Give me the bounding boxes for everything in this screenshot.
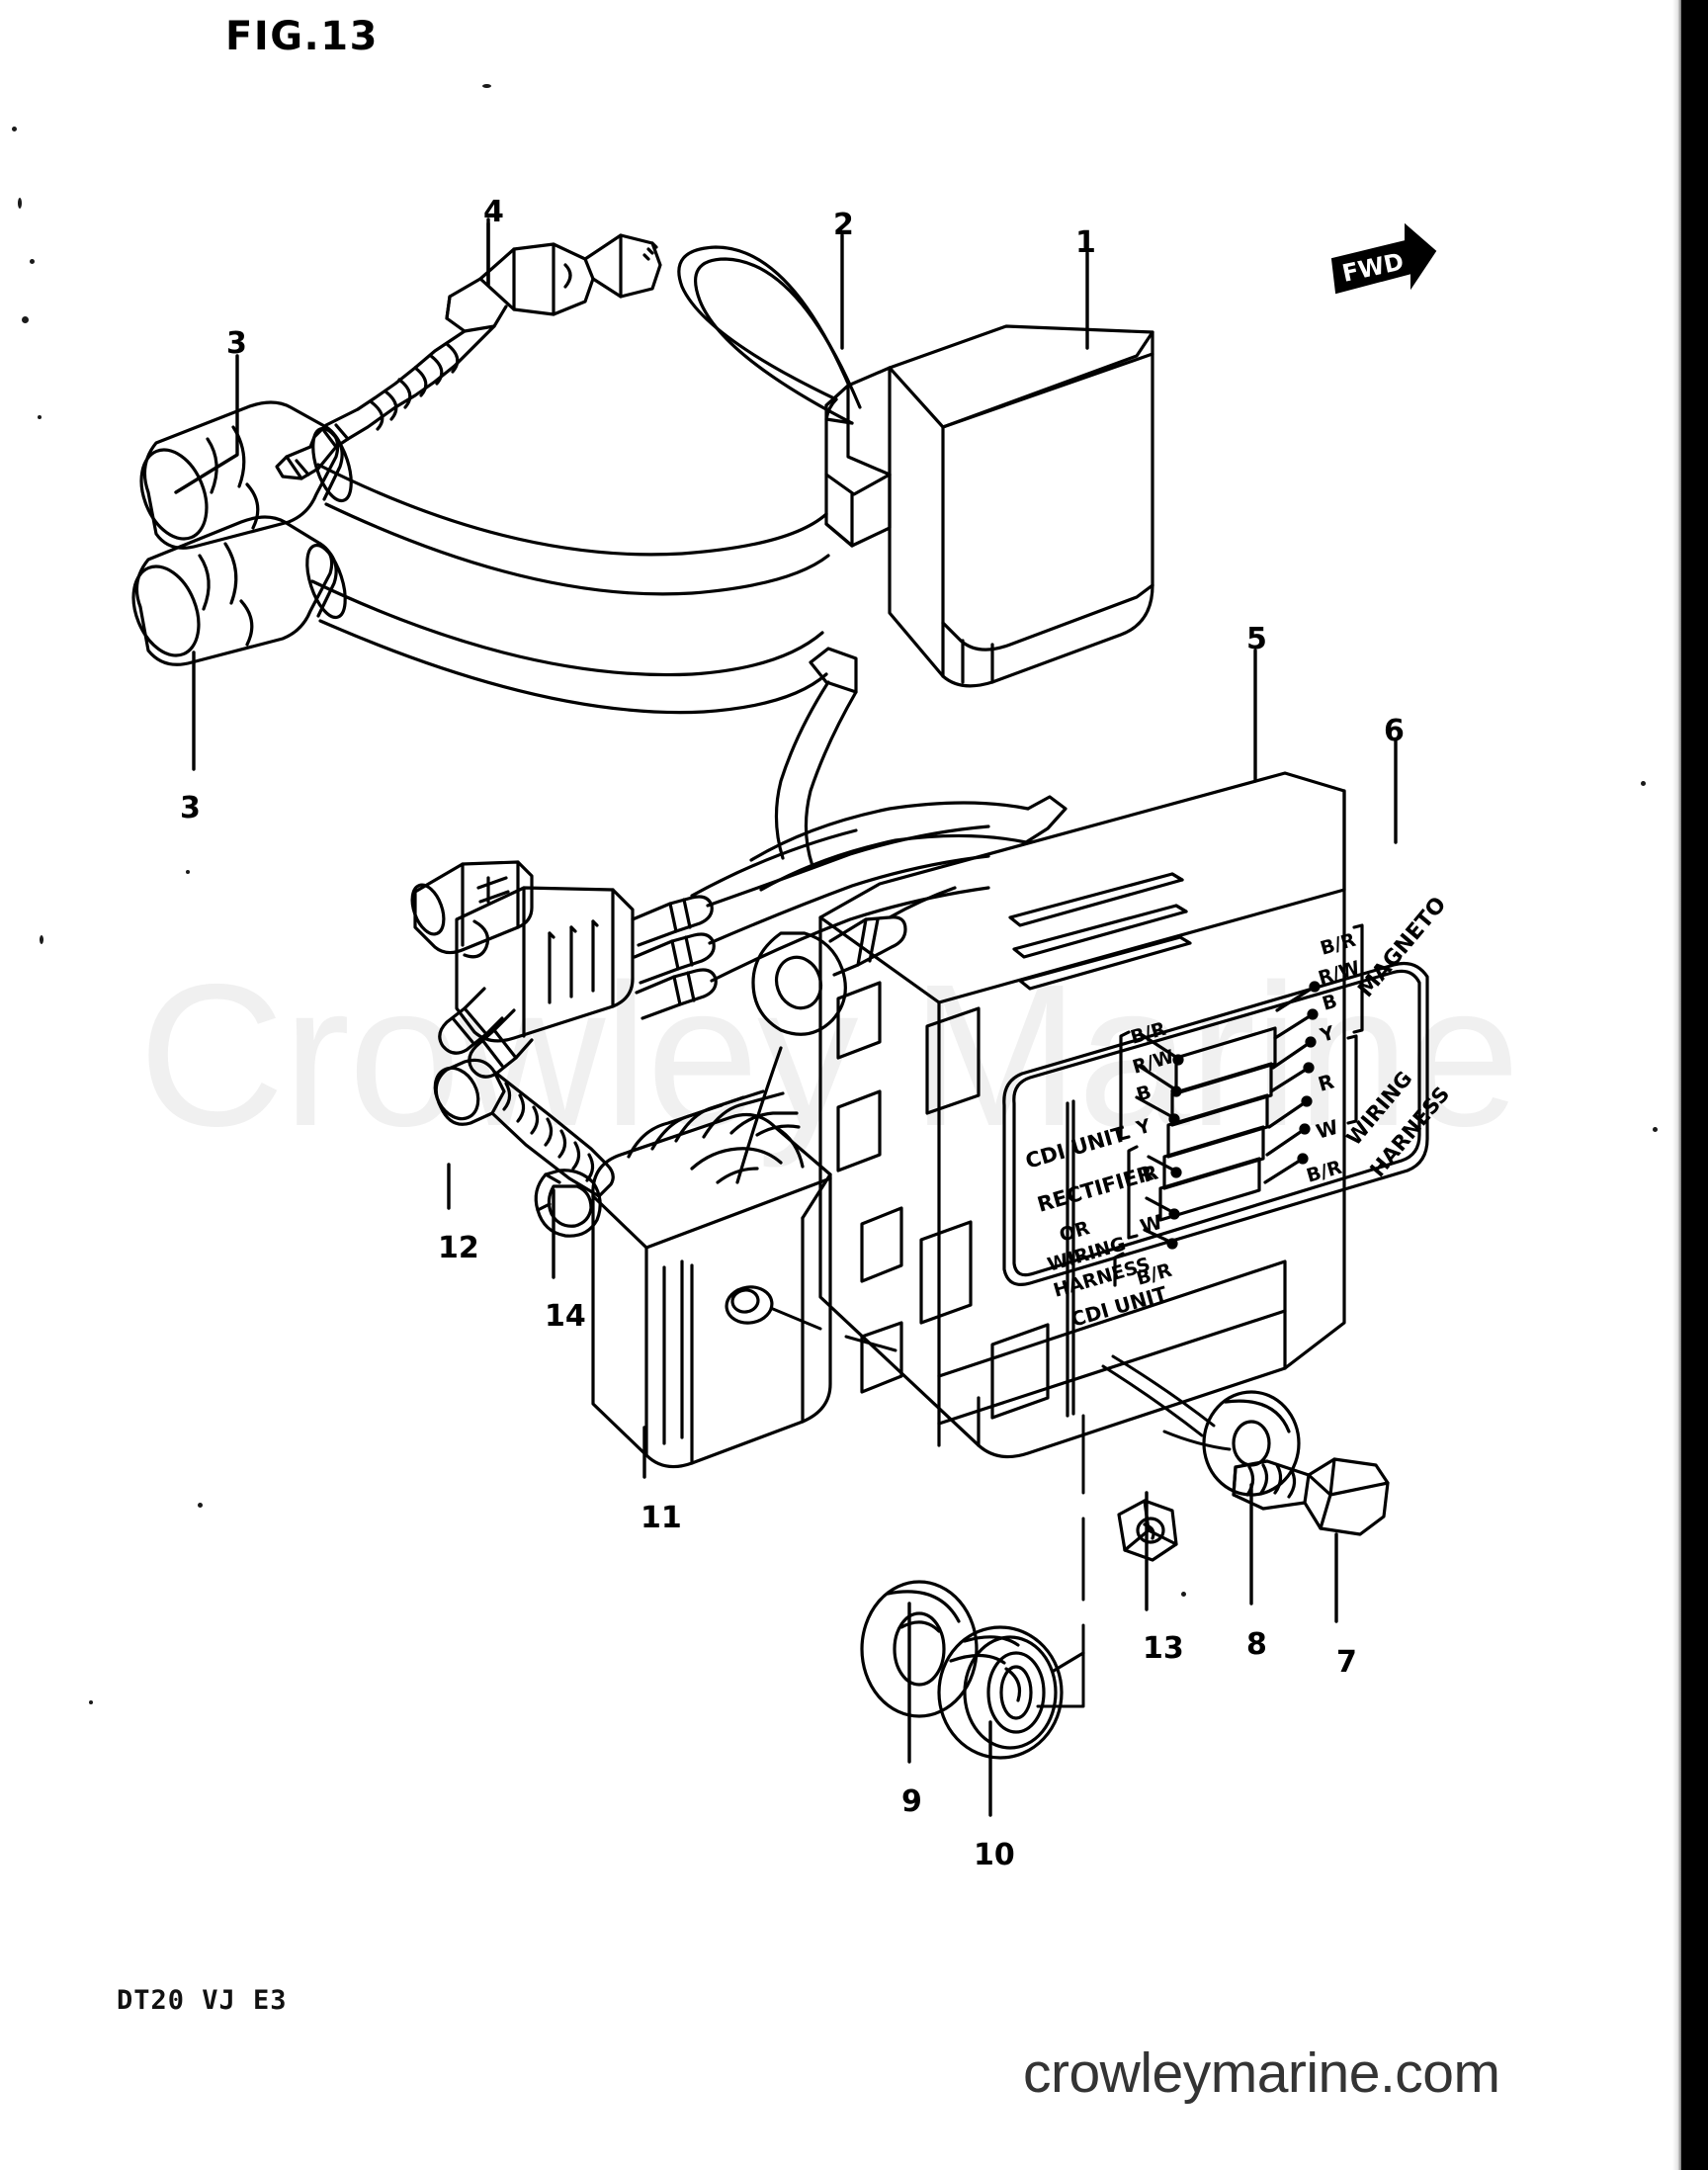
- callout-number-spark-plug-cap: 3: [180, 791, 201, 825]
- callout-number-pan-head-screw: 12: [438, 1231, 479, 1265]
- svg-text:OR: OR: [1057, 1217, 1092, 1247]
- svg-text:R: R: [1316, 1069, 1336, 1095]
- ignition-coil-art: [677, 245, 1154, 868]
- scan-speck: [1641, 781, 1646, 786]
- center-line: [1036, 1414, 1085, 1708]
- scan-edge-gradient: [1672, 0, 1681, 2170]
- svg-text:MAGNETO: MAGNETO: [1353, 893, 1451, 1002]
- scan-speck: [18, 198, 22, 209]
- callout-number-lock-washer: 14: [545, 1299, 586, 1334]
- figure-title: FIG.13: [225, 14, 379, 59]
- callout-number-spark-plug: 4: [483, 195, 504, 229]
- cdi-unit-housing-art: [818, 771, 1346, 1459]
- model-code-label: DT20 VJ E3: [117, 1985, 288, 2016]
- site-url-label: crowleymarine.com: [1023, 2041, 1500, 2105]
- svg-text:RECTIFIER: RECTIFIER: [1035, 1161, 1156, 1216]
- scan-speck: [1653, 1127, 1658, 1132]
- svg-text:B/R: B/R: [1304, 1157, 1344, 1187]
- lock-washer-14-art: [534, 1169, 602, 1238]
- callout-number-high-tension-lead: 2: [833, 208, 854, 242]
- svg-text:W: W: [1314, 1115, 1341, 1144]
- svg-text:B: B: [1320, 991, 1339, 1015]
- scan-speck: [12, 127, 17, 131]
- rectifier-art: [591, 1089, 832, 1469]
- label-plate-art: [1002, 872, 1429, 1287]
- fwd-arrow-marker: FWD: [1330, 222, 1437, 295]
- callout-number-hex-nut: 13: [1143, 1631, 1184, 1666]
- scan-speck: [1181, 1592, 1186, 1597]
- callout-number-grommet-washer: 9: [901, 1784, 922, 1819]
- callout-number-wiring-label-plate: 6: [1384, 714, 1405, 748]
- screw-12-art: [433, 1058, 615, 1198]
- scan-edge-band: [1681, 0, 1708, 2170]
- bolt-7-art: [1232, 1457, 1390, 1536]
- scan-speck: [30, 259, 35, 264]
- scan-speck: [22, 316, 29, 323]
- svg-text:CDI UNIT: CDI UNIT: [1023, 1122, 1130, 1173]
- scan-speck: [186, 870, 190, 874]
- callout-number-flat-washer: 8: [1246, 1627, 1267, 1662]
- svg-text:R: R: [1140, 1160, 1160, 1186]
- svg-text:B: B: [1134, 1082, 1153, 1106]
- callout-number-hex-bolt: 7: [1336, 1645, 1357, 1680]
- callout-number-cdi-unit-bracket: 5: [1246, 622, 1267, 656]
- rectifier-center-line: [771, 1307, 897, 1352]
- scan-speck: [198, 1503, 203, 1508]
- scan-speck: [40, 935, 43, 944]
- nut-13-art: [1117, 1499, 1178, 1562]
- spark-plug-art: [275, 233, 662, 480]
- callout-number-rubber-grommet: 10: [974, 1838, 1015, 1872]
- scan-speck: [38, 415, 42, 419]
- scan-speck: [482, 84, 491, 88]
- callout-number-spark-plug-cap: 3: [226, 326, 247, 361]
- washer-9-art: [860, 1580, 979, 1718]
- svg-text:Y: Y: [1317, 1022, 1336, 1047]
- svg-text:Y: Y: [1133, 1115, 1153, 1140]
- svg-text:B/R: B/R: [1318, 929, 1358, 960]
- scan-speck: [89, 1700, 93, 1704]
- wire-connectors-art: [410, 795, 1068, 1079]
- svg-text:B/R: B/R: [1128, 1018, 1168, 1049]
- grommet-10-art: [937, 1625, 1064, 1760]
- callout-number-rectifier: 11: [640, 1501, 682, 1535]
- svg-text:FWD: FWD: [1339, 247, 1406, 287]
- callout-number-ignition-coil: 1: [1075, 225, 1096, 260]
- spark-plug-caps-art: [131, 400, 830, 715]
